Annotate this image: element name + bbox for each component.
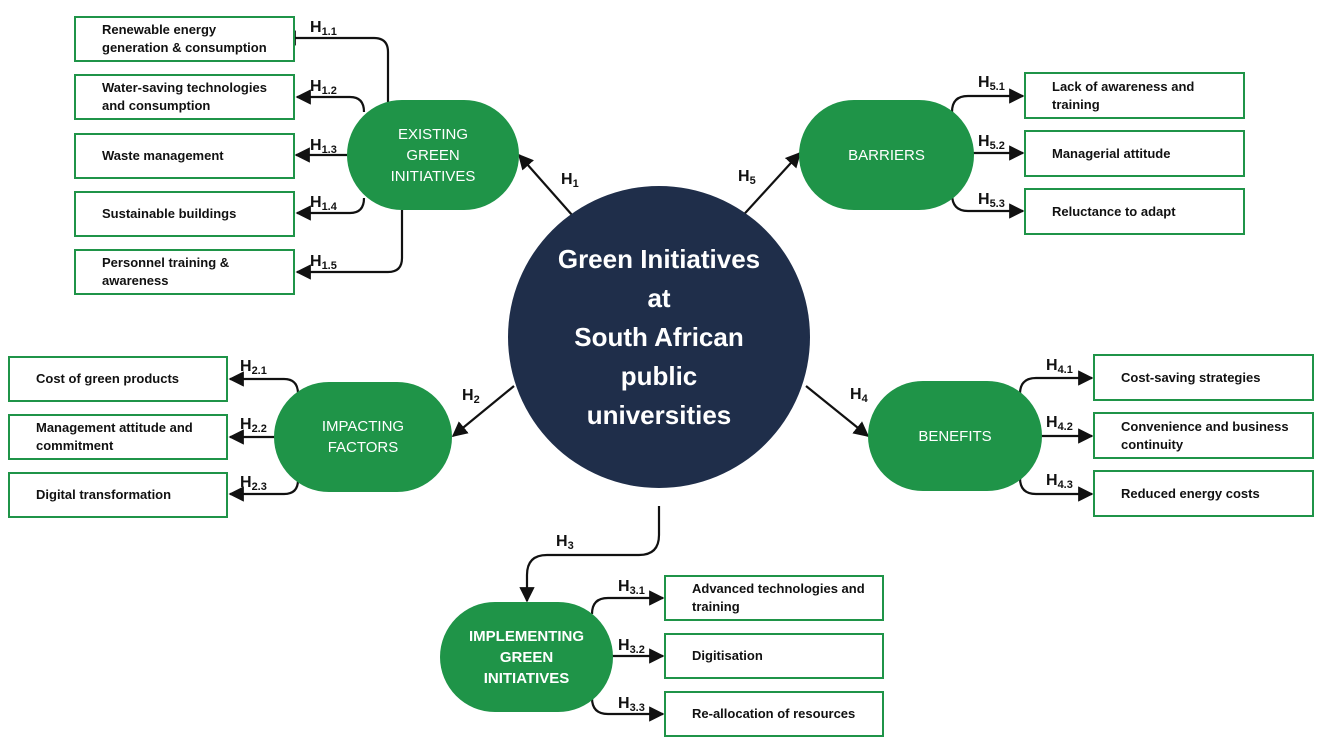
item-personnel-training: Personnel training & awareness — [74, 249, 295, 295]
item-water-saving: Water-saving technologies and consumptio… — [74, 74, 295, 120]
item-lack-of-awareness: Lack of awareness and training — [1024, 72, 1245, 119]
item-managerial-attitude: Managerial attitude — [1024, 130, 1245, 177]
arrow-h1-5 — [295, 210, 404, 280]
label-h2-2: H2.2 — [240, 416, 267, 435]
arrow-h4 — [805, 385, 870, 437]
item-reluctance-to-adapt: Reluctance to adapt — [1024, 188, 1245, 235]
item-renewable-energy: Renewable energy generation & consumptio… — [74, 16, 295, 62]
item-advanced-technologies: Advanced technologies and training — [664, 575, 884, 621]
label-h5-3: H5.3 — [978, 191, 1005, 210]
label-h5-2: H5.2 — [978, 133, 1005, 152]
item-sustainable-buildings: Sustainable buildings — [74, 191, 295, 237]
hub-barriers: BARRIERS — [799, 100, 974, 210]
hub-implementing-green-initiatives: IMPLEMENTING GREEN INITIATIVES — [440, 602, 613, 712]
label-h4: H4 — [850, 386, 868, 405]
arrow-h1-2 — [295, 89, 366, 113]
arrow-h1-1 — [280, 30, 390, 102]
hub-benefits: BENEFITS — [868, 381, 1042, 491]
label-h3: H3 — [556, 533, 574, 552]
arrow-h1-4 — [295, 197, 366, 221]
item-convenience-continuity: Convenience and business continuity — [1093, 412, 1314, 459]
item-digitisation: Digitisation — [664, 633, 884, 679]
arrow-h2-1 — [228, 371, 300, 395]
label-h4-1: H4.1 — [1046, 357, 1073, 376]
arrow-h3-3 — [590, 697, 665, 722]
label-h1-2: H1.2 — [310, 78, 337, 97]
label-h4-2: H4.2 — [1046, 414, 1073, 433]
item-management-attitude: Management attitude and commitment — [8, 414, 228, 460]
label-h1-5: H1.5 — [310, 253, 337, 272]
arrow-h5 — [736, 151, 802, 223]
item-cost-green-products: Cost of green products — [8, 356, 228, 402]
arrow-h1 — [517, 153, 581, 225]
label-h2-3: H2.3 — [240, 474, 267, 493]
item-reduced-energy-costs: Reduced energy costs — [1093, 470, 1314, 517]
arrow-h2 — [451, 385, 515, 437]
label-h3-2: H3.2 — [618, 637, 645, 656]
label-h3-3: H3.3 — [618, 695, 645, 714]
label-h1-4: H1.4 — [310, 194, 337, 213]
arrow-h4-3 — [1018, 477, 1094, 502]
hub-existing-green-initiatives: EXISTING GREEN INITIATIVES — [347, 100, 519, 210]
label-h2-1: H2.1 — [240, 358, 267, 377]
central-topic: Green Initiatives at South African publi… — [508, 186, 810, 488]
label-h4-3: H4.3 — [1046, 472, 1073, 491]
label-h3-1: H3.1 — [618, 578, 645, 597]
arrow-h3-1 — [590, 590, 665, 615]
label-h1-3: H1.3 — [310, 137, 337, 156]
item-reallocation-resources: Re-allocation of resources — [664, 691, 884, 737]
label-h2: H2 — [462, 387, 480, 406]
item-waste-management: Waste management — [74, 133, 295, 179]
arrow-h3 — [519, 506, 661, 603]
item-cost-saving-strategies: Cost-saving strategies — [1093, 354, 1314, 401]
label-h1: H1 — [561, 171, 579, 190]
arrow-h5-1 — [950, 88, 1025, 113]
item-digital-transformation: Digital transformation — [8, 472, 228, 518]
arrow-h4-1 — [1018, 370, 1094, 395]
label-h5-1: H5.1 — [978, 74, 1005, 93]
label-h5: H5 — [738, 168, 756, 187]
hub-impacting-factors: IMPACTING FACTORS — [274, 382, 452, 492]
label-h1-1: H1.1 — [310, 19, 337, 38]
